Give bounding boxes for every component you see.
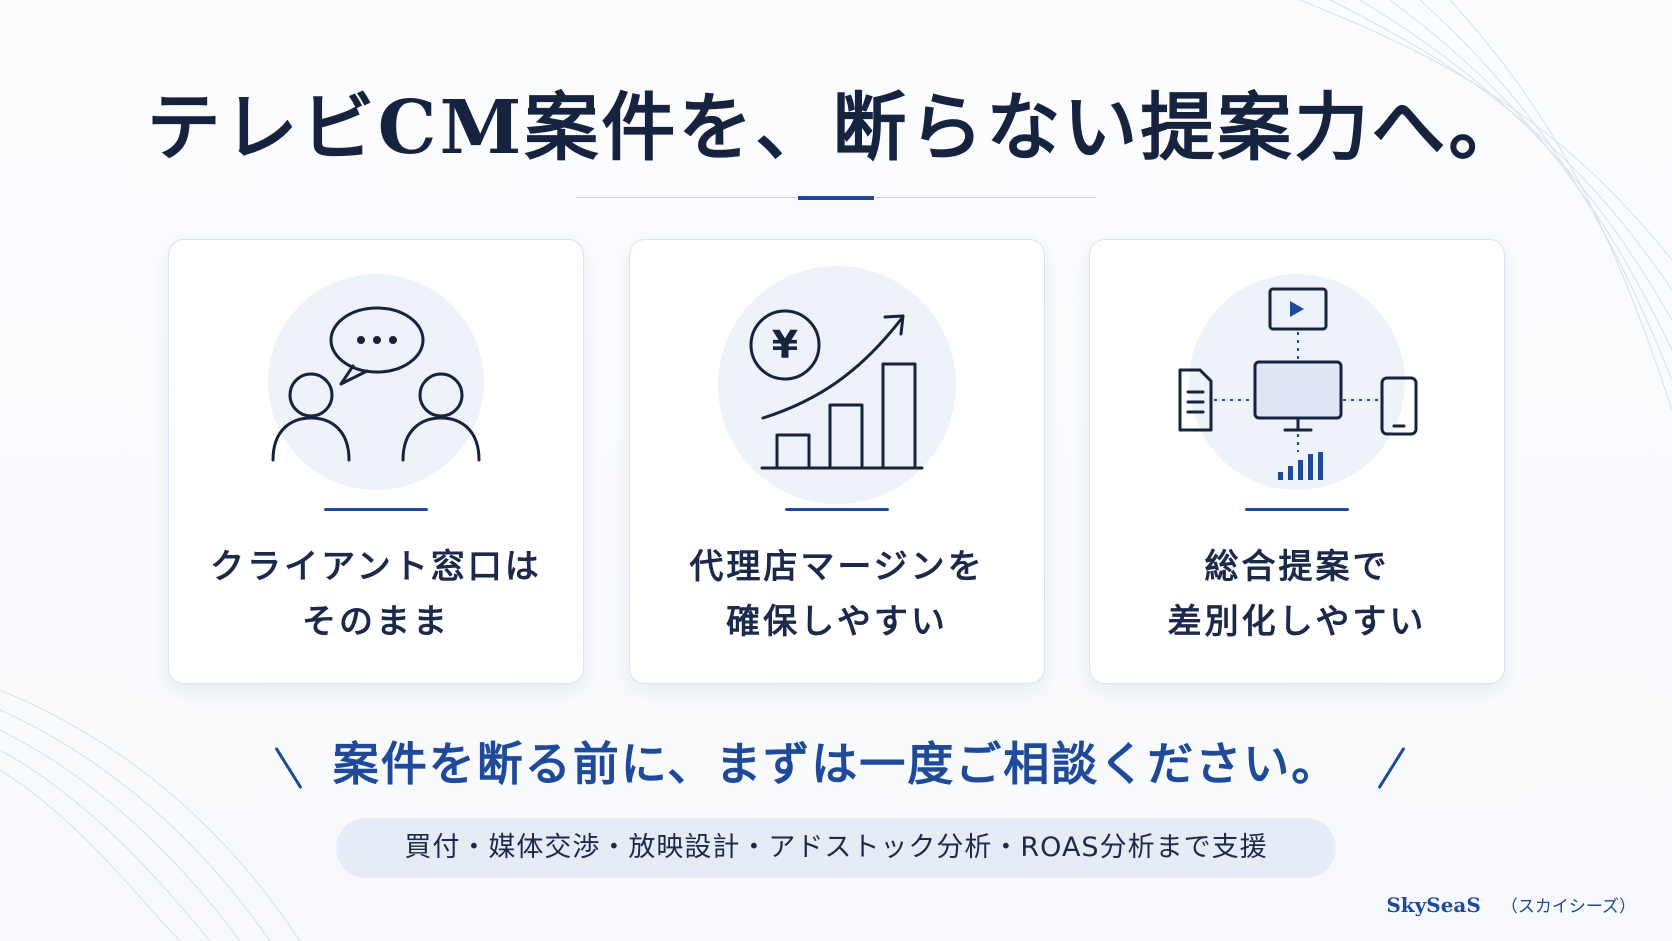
card-label-line1: 代理店マージンを: [689, 547, 985, 587]
brand-signature: SkySeaS （スカイシーズ）: [1386, 891, 1636, 921]
headline-rule-accent: [798, 196, 874, 200]
cta-message: 案件を断る前に、まずは一度ご相談ください。: [332, 737, 1340, 791]
card-divider: [785, 508, 889, 511]
card-label-line1: 総合提案で: [1204, 547, 1390, 587]
conversation-icon: [271, 306, 481, 462]
brand-kana: （スカイシーズ）: [1500, 897, 1636, 917]
card-label-line2: 確保しやすい: [726, 602, 948, 642]
feature-card-agency-margin: ¥ 代理店マージンを 確保しやすい: [629, 239, 1045, 684]
card-label-line2: 差別化しやすい: [1167, 602, 1427, 642]
card-divider: [1245, 508, 1349, 511]
card-label-line2: そのまま: [302, 602, 450, 642]
multi-device-network-icon: [1178, 287, 1418, 480]
page-headline: テレビCM案件を、断らない提案力へ。: [146, 85, 1526, 171]
yen-symbol: ¥: [772, 323, 798, 367]
brand-name: SkySeaS: [1386, 893, 1481, 917]
icon-halo: [268, 274, 484, 490]
card-label: 総合提案で 差別化しやすい: [1090, 540, 1504, 650]
feature-card-client-contact: クライアント窓口は そのまま: [168, 239, 584, 684]
services-pill: 買付・媒体交渉・放映設計・アドストック分析・ROAS分析まで支援: [336, 818, 1336, 878]
card-label: クライアント窓口は そのまま: [169, 540, 583, 650]
card-label-line1: クライアント窓口は: [210, 547, 542, 587]
card-label: 代理店マージンを 確保しやすい: [630, 540, 1044, 650]
feature-card-total-proposal: 総合提案で 差別化しやすい: [1089, 239, 1505, 684]
yen-growth-chart-icon: ¥: [749, 309, 924, 470]
card-divider: [324, 508, 428, 511]
